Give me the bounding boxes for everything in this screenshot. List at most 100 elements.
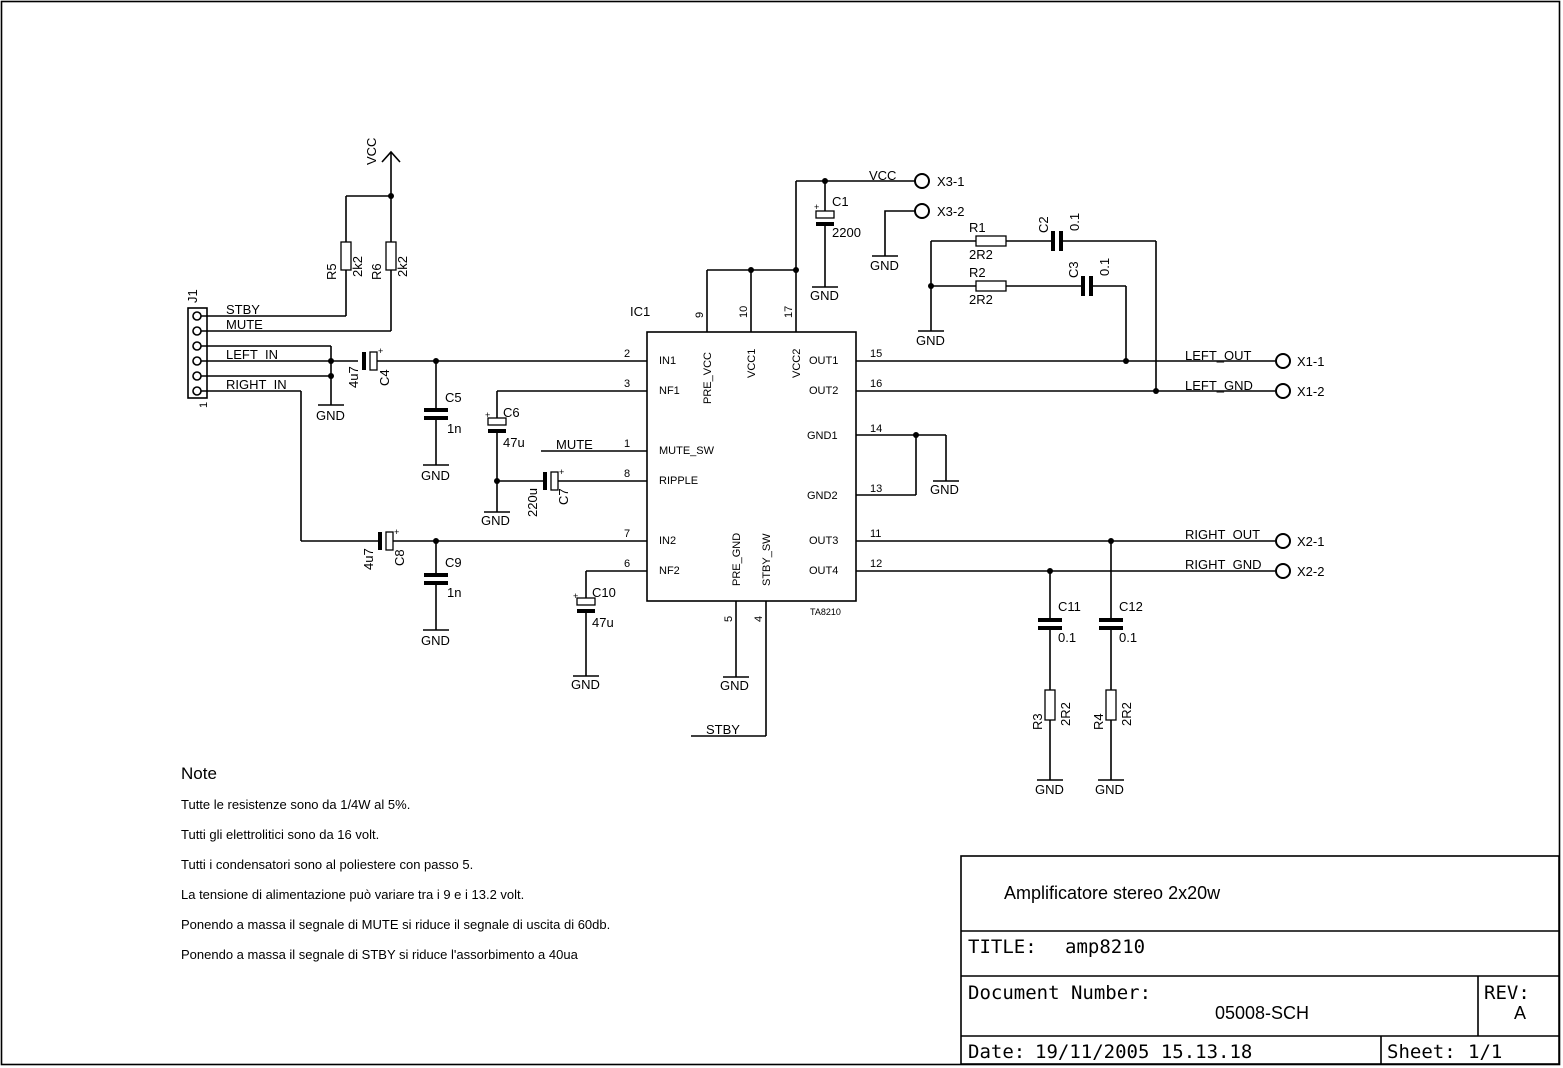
note-line: Ponendo a massa il segnale di MUTE si ri… bbox=[181, 917, 610, 932]
j1-ref: J1 bbox=[185, 289, 200, 303]
c10-ref: C10 bbox=[592, 585, 616, 600]
nf2-network: + C10 47u GND bbox=[571, 570, 647, 692]
svg-text:+: + bbox=[573, 591, 578, 601]
supply-network: + C1 2200 GND VCC X3-1 X3-2 GND bbox=[707, 168, 964, 303]
c7-ref: C7 bbox=[556, 488, 571, 505]
ic-pin-12-num: 12 bbox=[870, 558, 882, 570]
j1-net-left-in: LEFT_IN bbox=[226, 347, 278, 362]
c2-value: 0.1 bbox=[1067, 213, 1082, 231]
x2-2-ref: X2-2 bbox=[1297, 564, 1324, 579]
right-input-network: + 4u7 C8 C9 1n GND bbox=[300, 391, 647, 648]
ic-ref: IC1 bbox=[630, 304, 650, 319]
x2-2-terminal bbox=[1275, 563, 1291, 579]
c4-value: 4u7 bbox=[346, 366, 361, 388]
ic-pin-16-num: 16 bbox=[870, 378, 882, 390]
c6-ref: C6 bbox=[503, 405, 520, 420]
docnum-value: 05008-SCH bbox=[1215, 1003, 1309, 1023]
ic-pin-1-num: 1 bbox=[624, 438, 630, 450]
ic1-symbol: IC1 TA8210 9 10 17 PRE_VCC VCC1 VCC2 2 I… bbox=[624, 270, 882, 736]
x2-1-ref: X2-1 bbox=[1297, 534, 1324, 549]
nf1-ripple-network: + C6 47u + 220u C7 GND MUTE bbox=[481, 390, 647, 528]
title-block: Amplificatore stereo 2x20w TITLE: amp821… bbox=[960, 855, 1560, 1065]
vcc-net-label: VCC bbox=[364, 138, 379, 165]
j1-connector: J1 1 STBY MUTE LEFT_IN RIGHT_IN GND bbox=[185, 289, 391, 423]
rev-value: A bbox=[1514, 1003, 1526, 1023]
ic-pin-9-name: PRE_VCC bbox=[702, 352, 714, 404]
ic-pin-16-name: OUT2 bbox=[809, 385, 838, 397]
c1-value: 2200 bbox=[832, 225, 861, 240]
ic-pin-10-num: 10 bbox=[738, 306, 750, 318]
ic-pin-4-name: STBY_SW bbox=[761, 533, 773, 586]
r6-ref: R6 bbox=[369, 263, 384, 280]
ic-pin-6-num: 6 bbox=[624, 558, 630, 570]
c9-ref: C9 bbox=[445, 555, 462, 570]
gnd-label-zobel: GND bbox=[916, 333, 945, 348]
ic-part: TA8210 bbox=[810, 607, 841, 617]
x2-1-net: RIGHT_OUT bbox=[1185, 527, 1260, 542]
r3-ref: R3 bbox=[1030, 713, 1045, 730]
ic-pin-14-name: GND1 bbox=[807, 430, 838, 442]
x3-1-ref: X3-1 bbox=[937, 174, 964, 189]
note-line: Ponendo a massa il segnale di STBY si ri… bbox=[181, 947, 579, 962]
c8-value: 4u7 bbox=[361, 548, 376, 570]
mute-net-label: MUTE bbox=[556, 437, 593, 452]
gnd-label-c6: GND bbox=[481, 513, 510, 528]
c12-ref: C12 bbox=[1119, 599, 1143, 614]
x1-2-net: LEFT_GND bbox=[1185, 378, 1253, 393]
ic-pin-4-num: 4 bbox=[753, 616, 765, 622]
ic-pin-5-name: PRE_GND bbox=[731, 533, 743, 586]
ic-pin-11-name: OUT3 bbox=[809, 535, 838, 547]
svg-text:+: + bbox=[378, 346, 383, 356]
gnd-label-ic: GND bbox=[930, 482, 959, 497]
svg-text:+: + bbox=[394, 527, 399, 537]
ic-pin-10-name: VCC1 bbox=[746, 349, 758, 378]
c11-ref: C11 bbox=[1058, 599, 1081, 614]
ic-pin-7-name: IN2 bbox=[659, 535, 676, 547]
c11-value: 0.1 bbox=[1058, 630, 1076, 645]
sheet-value: 1/1 bbox=[1468, 1041, 1502, 1063]
ic-pin-8-num: 8 bbox=[624, 468, 630, 480]
x3-1-terminal bbox=[914, 173, 930, 189]
note-line: Tutti gli elettrolitici sono da 16 volt. bbox=[181, 827, 379, 842]
ic-pin-13-name: GND2 bbox=[807, 490, 838, 502]
x3-1-net: VCC bbox=[869, 168, 896, 183]
svg-text:+: + bbox=[559, 467, 564, 477]
ic-pin-15-num: 15 bbox=[870, 348, 882, 360]
ic-pin-17-name: VCC2 bbox=[791, 349, 803, 378]
output-lines: LEFT_OUT LEFT_GND X1-1 X1-2 GND RIGHT_OU… bbox=[856, 348, 1324, 579]
x1-1-ref: X1-1 bbox=[1297, 354, 1324, 369]
gnd-label-c10: GND bbox=[571, 677, 600, 692]
x3-2-terminal bbox=[914, 203, 930, 219]
ic-pin-17-num: 17 bbox=[783, 306, 795, 318]
title-label: TITLE: bbox=[968, 936, 1037, 958]
x1-2-ref: X1-2 bbox=[1297, 384, 1324, 399]
x1-1-net: LEFT_OUT bbox=[1185, 348, 1252, 363]
gnd-label-x3: GND bbox=[870, 258, 899, 273]
r1-ref: R1 bbox=[969, 220, 986, 235]
c8-ref: C8 bbox=[392, 549, 407, 566]
ic-pin-12-name: OUT4 bbox=[809, 565, 838, 577]
x1-2-terminal bbox=[1275, 383, 1291, 399]
r5-ref: R5 bbox=[324, 263, 339, 280]
svg-text:+: + bbox=[814, 202, 819, 212]
c4-ref: C4 bbox=[377, 369, 392, 386]
gnd-label-r4: GND bbox=[1095, 782, 1124, 797]
r4-ref: R4 bbox=[1091, 713, 1106, 730]
gnd-label-r3: GND bbox=[1035, 782, 1064, 797]
ic-pin-3-name: NF1 bbox=[659, 385, 680, 397]
c5-value: 1n bbox=[447, 421, 461, 436]
left-output-network: R1 2R2 C2 0.1 R2 2R2 C3 0.1 GND bbox=[916, 213, 1157, 391]
gnd-label-pregnd: GND bbox=[720, 678, 749, 693]
left-input-network: + 4u7 C4 C5 1n GND bbox=[346, 346, 647, 483]
date-value: 19/11/2005 15.13.18 bbox=[1035, 1041, 1252, 1063]
ic-pin-7-num: 7 bbox=[624, 528, 630, 540]
ic-pin-9-num: 9 bbox=[694, 312, 706, 318]
r6-value: 2k2 bbox=[395, 256, 410, 277]
sheet-label: Sheet: bbox=[1387, 1041, 1456, 1063]
ic-pin-6-name: NF2 bbox=[659, 565, 680, 577]
gnd-label-c9: GND bbox=[421, 633, 450, 648]
r4-value: 2R2 bbox=[1119, 702, 1134, 726]
svg-text:+: + bbox=[485, 410, 490, 420]
